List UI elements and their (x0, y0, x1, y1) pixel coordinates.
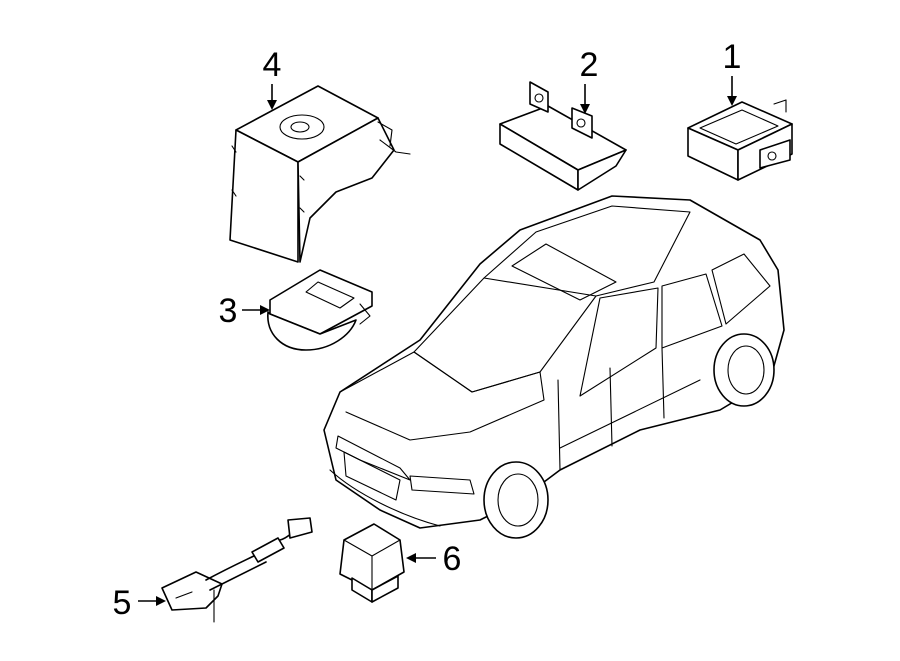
callout-1: 1 (723, 38, 742, 106)
callout-3-label: 3 (219, 292, 238, 330)
callout-5-label: 5 (113, 584, 132, 622)
vehicle-outline (323, 195, 785, 539)
part-2-module (499, 81, 627, 191)
part-6-relay (339, 523, 405, 603)
part-5-harness (161, 517, 313, 623)
part-4-cover (229, 85, 411, 263)
callout-6: 6 (406, 540, 461, 578)
callout-5: 5 (113, 584, 166, 622)
callout-3: 3 (219, 292, 270, 330)
part-1-module (687, 99, 793, 181)
part-3-sensor (267, 269, 373, 351)
callout-4: 4 (263, 46, 282, 110)
callout-1-label: 1 (723, 38, 742, 76)
callout-2: 2 (580, 46, 599, 114)
callout-6-label: 6 (443, 540, 462, 578)
callout-2-label: 2 (580, 46, 599, 84)
callout-4-label: 4 (263, 46, 282, 84)
